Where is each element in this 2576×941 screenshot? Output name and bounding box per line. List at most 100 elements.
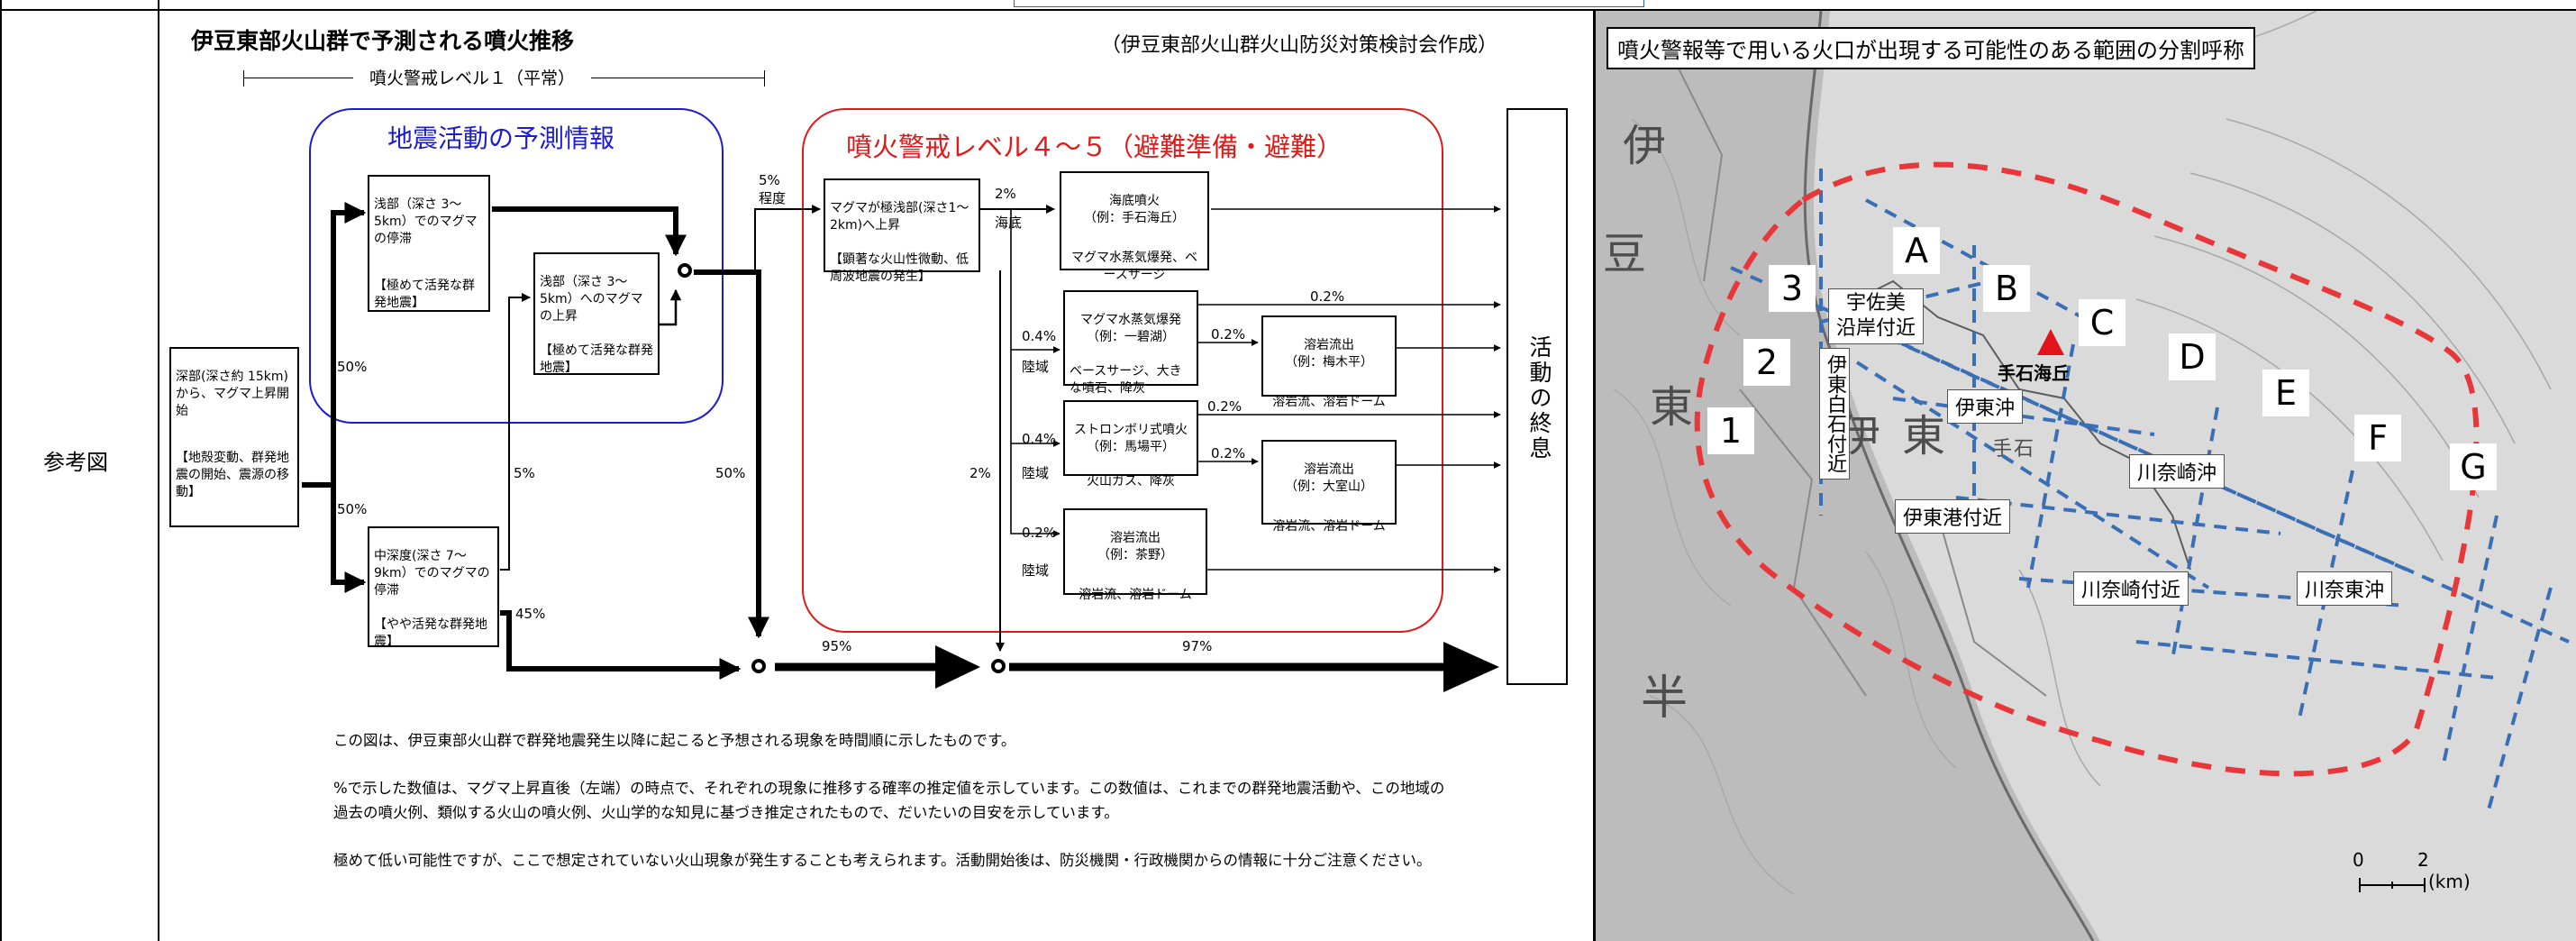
prob-02-c: 0.2% — [1022, 525, 1057, 541]
merge-circle-upper — [678, 263, 692, 278]
end-of-activity-box — [1506, 108, 1568, 685]
quake-prediction-frame — [309, 108, 724, 424]
bg-char-1: 伊 — [1623, 121, 1667, 171]
bg-char-3: 東 — [1650, 382, 1694, 433]
bg-char-4: 半 — [1641, 671, 1689, 726]
map-terrain — [1596, 11, 2576, 941]
prob-02-strom: 0.2% — [1207, 398, 1242, 415]
node-seafloor-body: マグマ水蒸気爆発、ベースサージ — [1071, 251, 1197, 282]
scale-zero: 0 — [2353, 849, 2364, 871]
node-lava-a-head: 溶岩流出 （例：梅木平） — [1285, 338, 1373, 370]
zone-number-1: 1 — [1707, 407, 1754, 454]
node-shallow-stop: 浅部（深さ 3～5km）でのマグマの停滞 【極めて活発な群発地震】 — [368, 175, 490, 312]
prob-04-b: 0.4% — [1022, 431, 1057, 447]
prob-97: 97% — [1182, 638, 1213, 654]
bg-char-2: 豆 — [1603, 229, 1647, 279]
node-strombolian: ストロンボリ式噴火 （例：馬場平） 火山ガス、降灰 — [1063, 400, 1198, 489]
diagram-notes: この図は、伊豆東部火山群で群発地震発生以降に起こると予想される現象を時間順に示し… — [333, 728, 1451, 880]
map-title: 噴火警報等で用いる火口が出現する可能性のある範囲の分割呼称 — [1607, 27, 2255, 69]
zone-letter-d: D — [2169, 333, 2216, 380]
map-divider — [1593, 9, 1596, 941]
crater-zone-map: 伊 豆 東 半 伊 東 手 石 噴火警報等で用いる火口が出現する可能性のある範囲… — [1596, 11, 2576, 941]
node-lava-c-body: 溶岩流、溶岩ドーム — [1079, 588, 1192, 602]
node-lava-omuroyama: 溶岩流出 （例：大室山） 溶岩流、溶岩ドーム — [1261, 440, 1397, 534]
prob-50-right: 50% — [715, 465, 746, 481]
prob-02-lava-b: 0.2% — [1211, 445, 1246, 461]
scale-two: 2 — [2417, 849, 2429, 871]
flow-arrows — [302, 202, 1501, 692]
node-mid-stop: 中深度(深さ 7～9km）でのマグマの停滞 【やや活発な群発地震】 — [368, 526, 499, 649]
node-strombolian-body: 火山ガス、降灰 — [1087, 474, 1175, 489]
prob-02-top: 0.2% — [1310, 288, 1345, 305]
place-ito-shiraishi: 伊東白石付近 — [1819, 348, 1850, 480]
node-shallow-rise-head: 浅部（深さ 3～5km）へのマグマの上昇 — [540, 275, 643, 324]
label-land-b: 陸域 — [1022, 465, 1050, 481]
node-mid-stop-head: 中深度(深さ 7～9km）でのマグマの停滞 — [374, 549, 490, 598]
note-3: 極めて低い可能性ですが、ここで想定されていない火山現象が発生することも考えられま… — [333, 852, 1432, 869]
merge-circle-bottom-left — [751, 659, 766, 673]
eruption-level-title: 噴火警戒レベル４～５（避難準備・避難） — [846, 132, 1343, 162]
level1-bracket-right — [764, 70, 765, 87]
prob-5-approx: 5% 程度 — [759, 172, 787, 206]
frame-top — [0, 9, 2576, 11]
node-seafloor-eruption: 海底噴火 （例：手石海丘） マグマ水蒸気爆発、ベースサージ — [1060, 171, 1209, 282]
prob-45: 45% — [515, 606, 546, 622]
node-deep-body: 【地殻変動、群発地震の開始、震源の移動】 — [176, 451, 289, 499]
node-phreato-body: ベースサージ、大きな噴石、降灰 — [1070, 364, 1182, 396]
zone-number-3: 3 — [1769, 265, 1816, 312]
zone-letter-b: B — [1983, 265, 2030, 312]
node-very-shallow-head: マグマが極浅部(深さ1～2km)へ上昇 — [830, 201, 969, 233]
node-shallow-rise: 浅部（深さ 3～5km）へのマグマの上昇 【極めて活発な群発地震】 — [533, 252, 660, 375]
place-kawanazaki-oki: 川奈崎沖 — [2129, 454, 2226, 489]
zone-letter-a: A — [1893, 227, 1940, 274]
node-very-shallow: マグマが極浅部(深さ1～2km)へ上昇 【顕著な火山性微動、低周波地震の発生】 — [824, 178, 980, 284]
node-lava-c-head: 溶岩流出 （例：茶野） — [1097, 531, 1173, 562]
zone-number-2: 2 — [1743, 339, 1790, 386]
note-2: %で示した数値は、マグマ上昇直後（左端）の時点で、それぞれの現象に推移する確率の… — [333, 780, 1445, 821]
eruption-level-frame — [802, 108, 1443, 633]
prob-5-mid: 5% — [514, 465, 535, 481]
node-seafloor-head: 海底噴火 （例：手石海丘） — [1084, 194, 1185, 225]
bg-char-7: 手 — [1992, 438, 2013, 461]
prob-2-seafloor: 2% — [995, 186, 1016, 202]
node-lava-a-body: 溶岩流、溶岩ドーム — [1272, 395, 1386, 409]
place-ito-port: 伊東港付近 — [1895, 499, 2011, 534]
node-lava-b-head: 溶岩流出 （例：大室山） — [1285, 462, 1373, 494]
frame-col-divider — [158, 0, 159, 941]
node-deep-head: 深部(深さ約 15km)から、マグマ上昇開始 — [176, 370, 289, 418]
bg-char-8: 石 — [2014, 438, 2034, 461]
end-of-activity-label: 活動の終息 — [1526, 335, 1552, 461]
bg-char-6: 東 — [1902, 411, 1946, 461]
prob-02-lava-a: 0.2% — [1211, 326, 1246, 343]
node-lava-b-body: 溶岩流、溶岩ドーム — [1272, 519, 1386, 534]
node-deep-magma: 深部(深さ約 15km)から、マグマ上昇開始 【地殻変動、群発地震の開始、震源の… — [169, 347, 299, 527]
node-mid-stop-body: 【やや活発な群発地震】 — [374, 617, 487, 649]
diagram-title: 伊豆東部火山群で予測される噴火推移 — [191, 28, 575, 54]
node-lava-chano: 溶岩流出 （例：茶野） 溶岩流、溶岩ドーム — [1063, 508, 1207, 602]
merge-circle-bottom-right — [991, 659, 1006, 673]
node-strombolian-head: ストロンボリ式噴火 （例：馬場平） — [1074, 423, 1188, 454]
place-teishi-kaikyu: 手石海丘 — [1998, 362, 2070, 384]
place-ito-oki: 伊東沖 — [1947, 389, 2024, 424]
zone-letter-c: C — [2079, 299, 2125, 346]
level1-bracket-left — [243, 70, 244, 87]
prob-50-lower: 50% — [337, 501, 368, 517]
node-shallow-rise-body: 【極めて活発な群発地震】 — [540, 343, 653, 375]
label-land-a: 陸域 — [1022, 359, 1050, 375]
scale-unit: (km) — [2428, 871, 2471, 892]
top-tab-edge — [1014, 0, 1644, 7]
diagram-source: （伊豆東部火山群火山防災対策検討会作成） — [1101, 34, 1498, 57]
prob-2-mid: 2% — [969, 465, 991, 481]
node-shallow-stop-body: 【極めて活発な群発地震】 — [374, 279, 475, 310]
node-phreatomagmatic: マグマ水蒸気爆発 （例：一碧湖） ベースサージ、大きな噴石、降灰 — [1063, 290, 1198, 396]
node-very-shallow-body: 【顕著な火山性微動、低周波地震の発生】 — [830, 252, 969, 284]
place-kawanazaki: 川奈崎付近 — [2073, 571, 2189, 606]
label-land-c: 陸域 — [1022, 562, 1050, 579]
zone-letter-e: E — [2262, 370, 2309, 416]
quake-prediction-title: 地震活動の予測情報 — [387, 123, 615, 153]
zone-letter-f: F — [2354, 415, 2401, 461]
level1-label: 噴火警戒レベル１（平常） — [353, 65, 592, 89]
node-shallow-stop-head: 浅部（深さ 3～5km）でのマグマの停滞 — [374, 197, 478, 246]
zone-letter-g: G — [2450, 443, 2497, 490]
frame-left — [0, 0, 2, 941]
